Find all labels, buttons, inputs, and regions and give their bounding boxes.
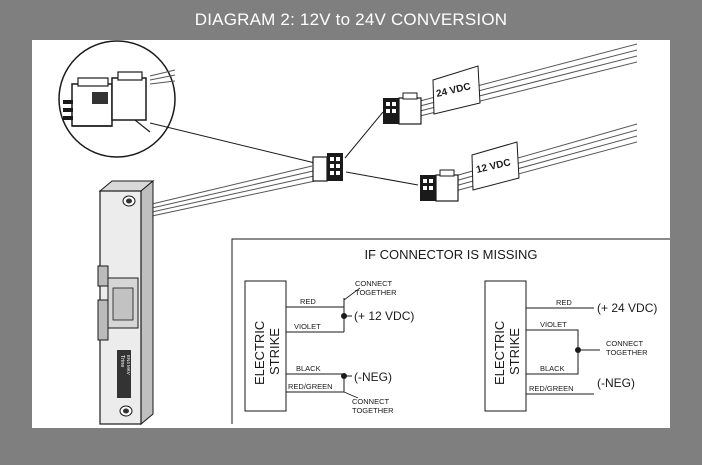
left-connect-bottom-1: CONNECT — [352, 397, 390, 406]
right-positive-label: (+ 24 VDC) — [597, 301, 657, 315]
magnifier-leader — [149, 122, 316, 164]
left-box-line1: ELECTRIC — [252, 321, 267, 385]
right-wiring: ELECTRIC STRIKE RED (+ 24 VDC) VIOLET BL… — [484, 280, 657, 412]
magnifier-inset — [58, 40, 176, 158]
plug-12vdc: 12 VDC — [420, 123, 638, 202]
left-positive-label: (+ 12 VDC) — [354, 309, 414, 323]
right-box-line2: STRIKE — [507, 328, 522, 375]
left-negative-label: (-NEG) — [354, 370, 392, 384]
diagram-title: DIAGRAM 2: 12V to 24V CONVERSION — [194, 10, 508, 29]
main-wire-bundle — [151, 165, 316, 217]
right-black-label: BLACK — [540, 364, 565, 373]
inset-heading: IF CONNECTOR IS MISSING — [364, 247, 537, 262]
left-black-label: BLACK — [296, 364, 321, 373]
left-redgreen-label: RED/GREEN — [288, 382, 333, 391]
leader-12 — [345, 171, 419, 186]
electric-strike: Trine EN4 MKV — [97, 179, 155, 426]
strike-brand: Trine — [119, 355, 125, 367]
left-connect-top-1: CONNECT — [355, 279, 393, 288]
left-violet-label: VIOLET — [294, 322, 321, 331]
missing-connector-inset: IF CONNECTOR IS MISSING ELECTRIC STRIKE … — [231, 238, 670, 424]
strike-model: EN4 MKV — [126, 355, 131, 375]
right-violet-label: VIOLET — [540, 320, 567, 329]
left-connect-top-2: TOGETHER — [355, 288, 397, 297]
left-box-line2: STRIKE — [267, 328, 282, 375]
leader-24 — [344, 111, 384, 159]
harness-connector — [312, 153, 343, 182]
left-connect-bottom-2: TOGETHER — [352, 406, 394, 415]
right-red-label: RED — [556, 298, 572, 307]
right-connect-1: CONNECT — [606, 339, 644, 348]
right-box-line1: ELECTRIC — [492, 321, 507, 385]
plug-24vdc: 24 VDC — [383, 43, 638, 125]
left-red-label: RED — [300, 297, 316, 306]
right-redgreen-label: RED/GREEN — [529, 384, 574, 393]
right-negative-label: (-NEG) — [597, 376, 635, 390]
left-wiring: ELECTRIC STRIKE RED VIOLET CONNECT TOGET… — [244, 279, 414, 415]
right-connect-2: TOGETHER — [606, 348, 648, 357]
